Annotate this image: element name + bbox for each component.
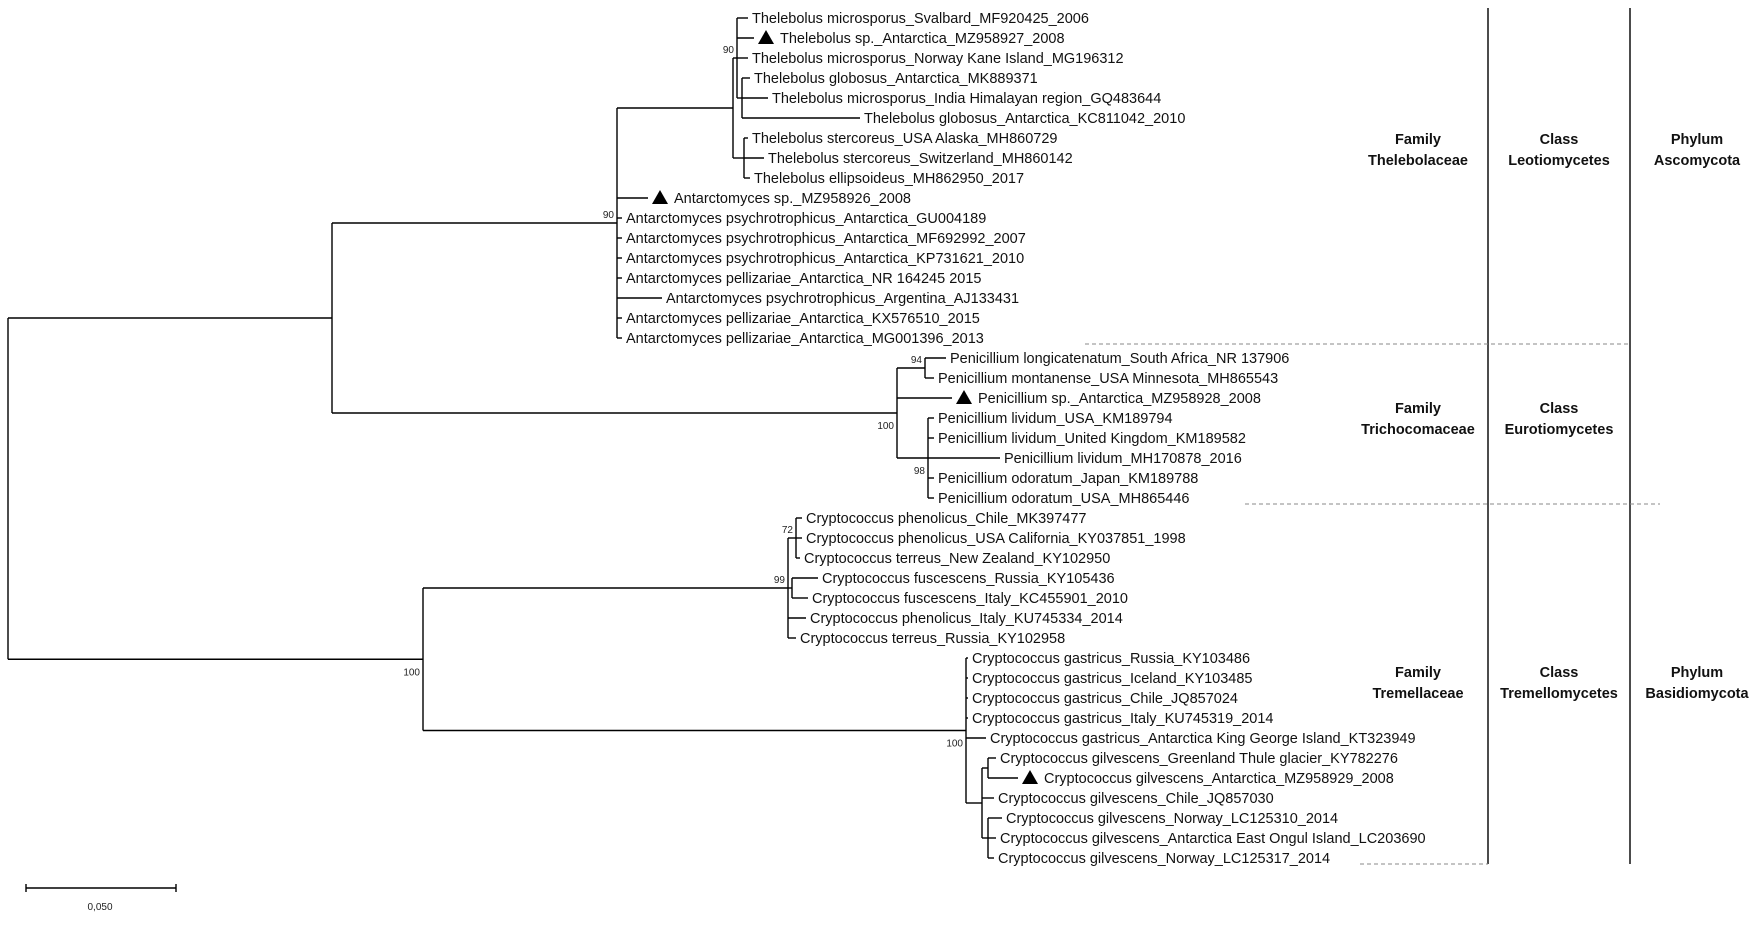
leaf-label: Cryptococcus terreus_New Zealand_KY10295… — [804, 551, 1110, 567]
leaf-label: Penicillium lividum_MH170878_2016 — [1004, 451, 1242, 467]
support-value: 100 — [946, 739, 963, 750]
phylum-basidiomycota-line1: Phylum — [1671, 665, 1723, 681]
triangle-marker-icon — [956, 390, 972, 404]
class-leotiomycetes-line2: Leotiomycetes — [1508, 153, 1610, 169]
leaf-label: Cryptococcus phenolicus_Chile_MK397477 — [806, 511, 1087, 527]
leaf-label: Cryptococcus terreus_Russia_KY102958 — [800, 631, 1065, 647]
support-value: 99 — [774, 575, 786, 586]
family-thelebolaceae-line2: Thelebolaceae — [1368, 153, 1468, 169]
bootstrap-supports: 90 90 94 100 98 72 99 100 100 — [403, 45, 963, 750]
leaf-label: Penicillium lividum_USA_KM189794 — [938, 411, 1173, 427]
leaf-label: Penicillium longicatenatum_South Africa_… — [950, 351, 1289, 367]
leaf-label: Antarctomyces psychrotrophicus_Argentina… — [666, 291, 1019, 307]
class-tremellomycetes-line2: Tremellomycetes — [1500, 686, 1618, 702]
leaf-label: Cryptococcus gastricus_Antarctica King G… — [990, 731, 1416, 747]
triangle-marker-icon — [758, 30, 774, 44]
phylum-ascomycota-line1: Phylum — [1671, 132, 1723, 148]
leaf-label: Cryptococcus gilvescens_Antarctica_MZ958… — [1044, 771, 1394, 787]
leaf-label: Antarctomyces psychrotrophicus_Antarctic… — [626, 231, 1026, 247]
leaf-label: Penicillium sp._Antarctica_MZ958928_2008 — [978, 391, 1261, 407]
family-trichocomaceae-line1: Family — [1395, 401, 1441, 417]
leaf-label: Thelebolus ellipsoideus_MH862950_2017 — [754, 171, 1024, 187]
leaf-label: Thelebolus stercoreus_USA Alaska_MH86072… — [752, 131, 1057, 147]
leaf-label: Thelebolus globosus_Antarctica_MK889371 — [754, 71, 1038, 87]
scale-bar: 0,050 — [25, 884, 177, 913]
leaf-label: Thelebolus stercoreus_Switzerland_MH8601… — [768, 151, 1073, 167]
tree-branches — [7, 17, 1018, 859]
sample-markers — [652, 30, 1038, 784]
support-value: 100 — [877, 421, 894, 432]
leaf-label: Penicillium montanense_USA Minnesota_MH8… — [938, 371, 1278, 387]
leaf-label: Cryptococcus gastricus_Iceland_KY103485 — [972, 671, 1253, 687]
leaf-label: Penicillium odoratum_Japan_KM189788 — [938, 471, 1198, 487]
leaf-label: Cryptococcus phenolicus_USA California_K… — [806, 531, 1186, 547]
leaf-label: Thelebolus microsporus_Norway Kane Islan… — [752, 51, 1124, 67]
leaf-label: Antarctomyces sp._MZ958926_2008 — [674, 191, 911, 207]
taxonomy-columns: Family Thelebolaceae Class Leotiomycetes… — [1085, 8, 1750, 865]
triangle-marker-icon — [652, 190, 668, 204]
class-eurotiomycetes-line2: Eurotiomycetes — [1505, 422, 1614, 438]
leaf-label: Thelebolus globosus_Antarctica_KC811042_… — [864, 111, 1185, 127]
support-value: 94 — [911, 355, 923, 366]
leaf-label: Antarctomyces psychrotrophicus_Antarctic… — [626, 211, 986, 227]
family-thelebolaceae-line1: Family — [1395, 132, 1441, 148]
family-trichocomaceae-line2: Trichocomaceae — [1361, 422, 1475, 438]
leaf-label: Thelebolus microsporus_India Himalayan r… — [772, 91, 1161, 107]
leaf-label: Cryptococcus phenolicus_Italy_KU745334_2… — [810, 611, 1123, 627]
support-value: 90 — [603, 210, 615, 221]
leaf-label: Cryptococcus gilvescens_Norway_LC125310_… — [1006, 811, 1338, 827]
leaf-label: Antarctomyces pellizariae_Antarctica_KX5… — [626, 311, 980, 327]
leaf-label: Cryptococcus gilvescens_Chile_JQ857030 — [998, 791, 1274, 807]
family-tremellaceae-line1: Family — [1395, 665, 1441, 681]
leaf-label: Penicillium odoratum_USA_MH865446 — [938, 491, 1189, 507]
leaf-label: Cryptococcus fuscescens_Russia_KY105436 — [822, 571, 1115, 587]
scale-bar-label: 0,050 — [87, 902, 112, 913]
leaf-label: Antarctomyces pellizariae_Antarctica_MG0… — [626, 331, 984, 347]
leaf-label: Cryptococcus gastricus_Italy_KU745319_20… — [972, 711, 1273, 727]
class-leotiomycetes-line1: Class — [1540, 132, 1579, 148]
support-value: 72 — [782, 525, 794, 536]
triangle-marker-icon — [1022, 770, 1038, 784]
leaf-label: Cryptococcus gastricus_Russia_KY103486 — [972, 651, 1250, 667]
family-tremellaceae-line2: Tremellaceae — [1372, 686, 1463, 702]
phylum-basidiomycota-line2: Basidiomycota — [1645, 686, 1749, 702]
leaf-label: Thelebolus microsporus_Svalbard_MF920425… — [752, 11, 1089, 27]
leaf-label: Cryptococcus gastricus_Chile_JQ857024 — [972, 691, 1238, 707]
leaf-label: Thelebolus sp._Antarctica_MZ958927_2008 — [780, 31, 1065, 47]
phylum-ascomycota-line2: Ascomycota — [1654, 153, 1741, 169]
class-tremellomycetes-line1: Class — [1540, 665, 1579, 681]
leaf-label: Cryptococcus gilvescens_Greenland Thule … — [1000, 751, 1398, 767]
leaf-label: Antarctomyces pellizariae_Antarctica_NR … — [626, 271, 981, 287]
leaf-label: Cryptococcus gilvescens_Antarctica East … — [1000, 831, 1426, 847]
leaf-label: Penicillium lividum_United Kingdom_KM189… — [938, 431, 1246, 447]
support-value: 100 — [403, 667, 420, 678]
leaf-label: Cryptococcus gilvescens_Norway_LC125317_… — [998, 851, 1330, 867]
support-value: 90 — [723, 45, 735, 56]
class-eurotiomycetes-line1: Class — [1540, 401, 1579, 417]
leaf-labels: Thelebolus microsporus_Svalbard_MF920425… — [626, 11, 1426, 867]
leaf-label: Antarctomyces psychrotrophicus_Antarctic… — [626, 251, 1024, 267]
support-value: 98 — [914, 466, 926, 477]
leaf-label: Cryptococcus fuscescens_Italy_KC455901_2… — [812, 591, 1128, 607]
